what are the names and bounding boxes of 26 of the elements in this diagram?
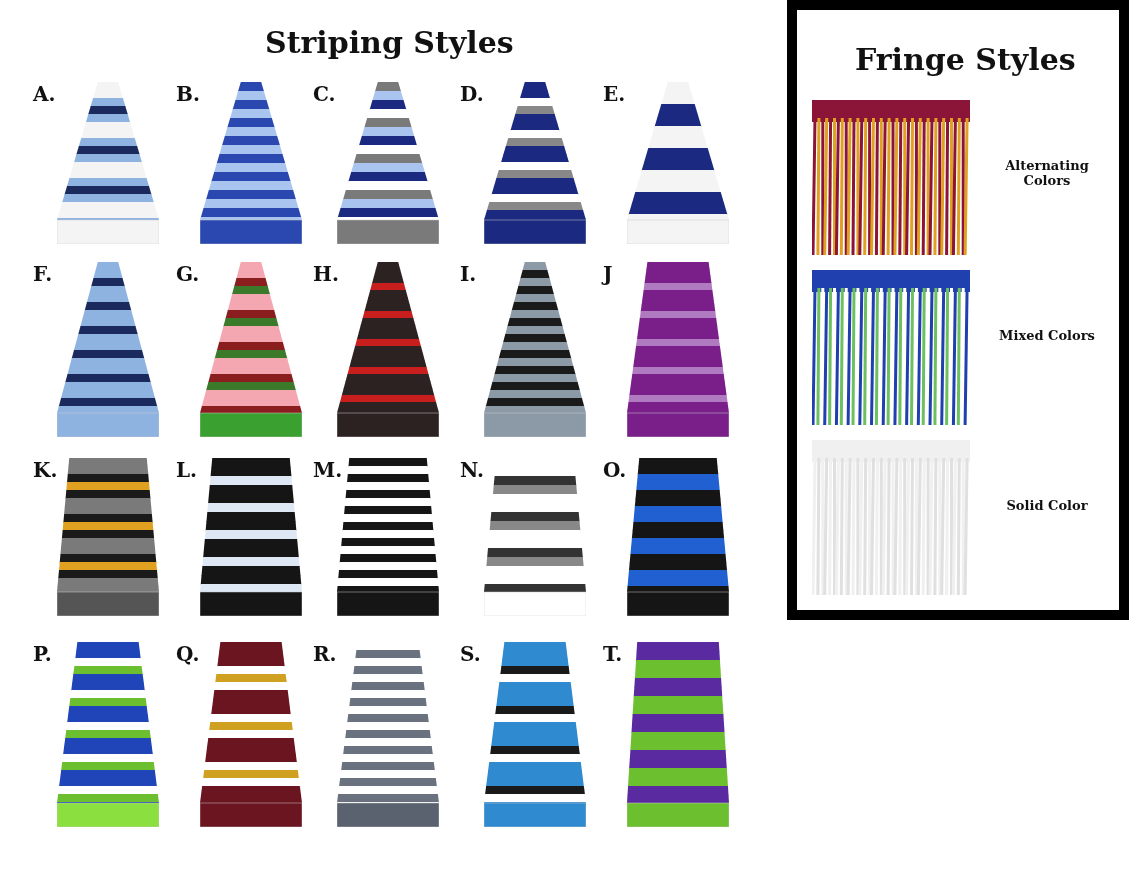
style-letter: R. (313, 642, 337, 666)
style-letter: I. (460, 262, 477, 286)
fringe-label: Mixed Colors (998, 328, 1096, 343)
fringe-label: Alternating Colors (1004, 158, 1090, 188)
style-letter: H. (313, 262, 339, 286)
style-letter: Q. (176, 642, 200, 666)
style-letter: T. (603, 642, 623, 666)
style-letter: O. (603, 458, 627, 482)
style-letter: L. (176, 458, 198, 482)
style-letter: P. (33, 642, 52, 666)
style-letter: N. (460, 458, 484, 482)
style-letter: C. (313, 82, 336, 106)
style-letter: F. (33, 262, 53, 286)
fringe-label: Solid Color (1005, 498, 1089, 513)
page-title: Striping Styles (265, 25, 514, 60)
style-letter: A. (33, 82, 56, 106)
style-letter: D. (460, 82, 484, 106)
style-letter: E. (603, 82, 626, 106)
panel-heading: Fringe Styles (855, 42, 1076, 77)
style-letter: K. (33, 458, 58, 482)
style-letter: J (603, 262, 613, 286)
style-letter: B. (176, 82, 200, 106)
style-letter: S. (460, 642, 481, 666)
style-letter: G. (176, 262, 200, 286)
style-letter: M. (313, 458, 343, 482)
fringe-panel (787, 0, 1129, 620)
